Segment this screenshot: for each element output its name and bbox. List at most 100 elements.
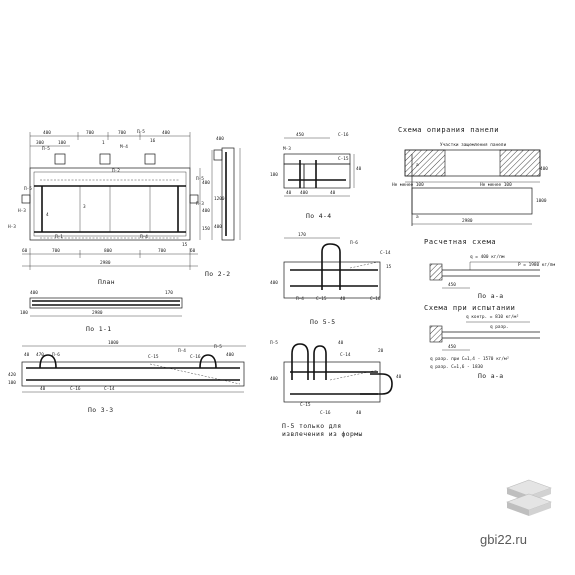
mark-p5-lift: П-5 xyxy=(270,340,278,346)
dim-4-4-b1: 40 xyxy=(286,190,292,196)
support-right-label: Не менее 100 xyxy=(480,182,512,188)
design-span: 450 xyxy=(448,282,456,288)
mark-fifteen: 15 xyxy=(182,242,188,248)
dim-5-5-e: 15 xyxy=(386,264,392,270)
title-test-scheme: Схема при испытании xyxy=(424,304,515,312)
lift-note-line1: П-5 только для xyxy=(282,422,341,430)
dim-4-4-right: 40 xyxy=(356,166,362,172)
title-design-scheme: Расчетная схема xyxy=(424,238,496,246)
mark-p5-a: П-5 xyxy=(42,146,50,152)
dim-bottom-4: 700 xyxy=(158,248,166,254)
support-strip-label: Участки защемления панели xyxy=(440,142,506,148)
dim-bottom-total: 2980 xyxy=(100,260,111,266)
dim-lift-c: 40 xyxy=(356,410,362,416)
dim-bottom-1: 60 xyxy=(22,248,28,254)
dim-1-1-w: 170 xyxy=(165,290,173,296)
dim-right-3: 150 xyxy=(202,226,210,232)
mark-c14-3-3: С-14 xyxy=(104,386,115,392)
title-section-a-a-1: По а-а xyxy=(478,292,504,300)
dim-4-4-b2: 400 xyxy=(300,190,308,196)
support-span: 2980 xyxy=(462,218,473,224)
test-scheme: Схема при испытании q контр. = 810 кг/м²… xyxy=(424,304,540,380)
dim-right-1: 400 xyxy=(202,180,210,186)
mark-m4: М-4 xyxy=(120,144,128,150)
dim-5-5-left: 400 xyxy=(270,280,278,286)
dim-3-3-b: 470 xyxy=(36,352,44,358)
dim-4-4-b3: 40 xyxy=(330,190,336,196)
section-1-1: 170 400 180 2980 По 1-1 xyxy=(20,290,183,333)
dim-top-3: 700 xyxy=(118,130,126,136)
support-a-label-2: а xyxy=(416,215,419,220)
dim-5-5-top: 170 xyxy=(298,232,306,238)
title-support-scheme: Схема опирания панели xyxy=(398,126,499,134)
dim-right-4: 1200 xyxy=(214,196,225,202)
dim-3-3-f: 100 xyxy=(8,380,16,386)
title-section-a-a-2: По а-а xyxy=(478,372,504,380)
dim-top-4: 400 xyxy=(162,130,170,136)
design-scheme: Расчетная схема q = 400 кг/пм P = 1980 к… xyxy=(424,238,555,300)
mark-p2: П-2 xyxy=(112,168,120,174)
mark-h3-left: Н-3 xyxy=(8,224,16,230)
dim-1-1-total: 2980 xyxy=(92,310,103,316)
dim-5-5-c: 40 xyxy=(340,296,346,302)
dim-3-3-c: 40 xyxy=(40,386,46,392)
mark-p5-top: П-5 xyxy=(137,129,145,135)
mark-p5-left: П-5 xyxy=(24,186,32,192)
dim-2-2-top: 400 xyxy=(216,136,224,142)
dim-3-3-top: 1000 xyxy=(108,340,119,346)
test-qr: q разр. xyxy=(490,325,509,330)
section-5-5: 170 П-6 С-14 400 П-4 С-15 40 С-16 15 По … xyxy=(270,232,392,326)
mark-one-top: 1 xyxy=(102,140,105,146)
support-left-label: Не менее 100 xyxy=(392,182,424,188)
dim-4-4-top: 450 xyxy=(296,132,304,138)
mark-p4-5-5: П-4 xyxy=(296,296,304,302)
mark-three: 3 xyxy=(83,204,86,210)
dim-top-2: 700 xyxy=(86,130,94,136)
dim-3-3-d: 400 xyxy=(226,352,234,358)
mark-p5-3-3: П-5 xyxy=(214,344,222,350)
brand-watermark[interactable]: gbi22.ru xyxy=(480,532,527,547)
mark-c16-4-4: С-16 xyxy=(338,132,349,138)
title-plan: План xyxy=(98,278,115,286)
mark-c14-lift: С-14 xyxy=(340,352,351,358)
dim-right-2: 400 xyxy=(202,208,210,214)
title-section-3-3: По 3-3 xyxy=(88,406,114,414)
title-section-5-5: По 5-5 xyxy=(310,318,336,326)
mark-sixteen-top: 16 xyxy=(150,138,156,144)
mark-p4-3-3: П-4 xyxy=(178,348,186,354)
support-scheme: Схема опирания панели Участки защемления… xyxy=(392,126,548,226)
mark-c15-lift: С-15 xyxy=(300,402,311,408)
dim-4-4-left: 180 xyxy=(270,172,278,178)
dim-lift-top: 40 xyxy=(338,340,344,346)
mark-c16-5-5: С-16 xyxy=(370,296,381,302)
dim-top-small-1: 300 xyxy=(36,140,44,146)
section-3-3: 1000 40 470 П-6 С-15 П-4 П-5 400 С-16 42… xyxy=(8,340,246,414)
design-p: P = 1980 кг/пм xyxy=(518,262,555,268)
dim-bottom-2: 700 xyxy=(52,248,60,254)
support-h1: 400 xyxy=(540,166,548,172)
mark-c16-3-3: С-16 xyxy=(190,354,201,360)
dim-1-1-h: 180 xyxy=(20,310,28,316)
dim-lift-right: 40 xyxy=(396,374,402,380)
mark-c15-3-3: С-15 xyxy=(148,354,159,360)
dim-3-3-e: 420 xyxy=(8,372,16,378)
dim-bottom-5: 60 xyxy=(190,248,196,254)
section-4-4: 450 С-16 С-15 М-3 40 180 40 400 40 По 4-… xyxy=(270,132,362,220)
support-a-label: а xyxy=(416,163,419,168)
title-section-1-1: По 1-1 xyxy=(86,325,112,333)
dim-lift-left: 400 xyxy=(270,376,278,382)
test-q: q контр. = 810 кг/м² xyxy=(466,314,519,320)
mark-p6-5-5: П-6 xyxy=(350,240,358,246)
mark-c14-5-5: С-14 xyxy=(380,250,391,256)
design-q: q = 400 кг/пм xyxy=(470,254,505,260)
mark-c15-5-5: С-15 xyxy=(316,296,327,302)
plan-view: 400 700 700 400 300 100 П-5 16 М-4 П-5 1… xyxy=(8,129,225,286)
mark-four: 4 xyxy=(46,212,49,218)
test-formula-1: q разр. при С=1,4 - 1570 кг/м² xyxy=(430,356,509,362)
lift-note-line2: извлечения из формы xyxy=(282,430,363,438)
mark-c15-4-4: С-15 xyxy=(338,156,349,162)
section-2-2: 400 400 По 2-2 xyxy=(205,136,241,278)
dim-3-3-a: 40 xyxy=(24,352,30,358)
dim-2-2-side: 400 xyxy=(214,224,222,230)
stacked-slabs-icon xyxy=(506,479,552,516)
